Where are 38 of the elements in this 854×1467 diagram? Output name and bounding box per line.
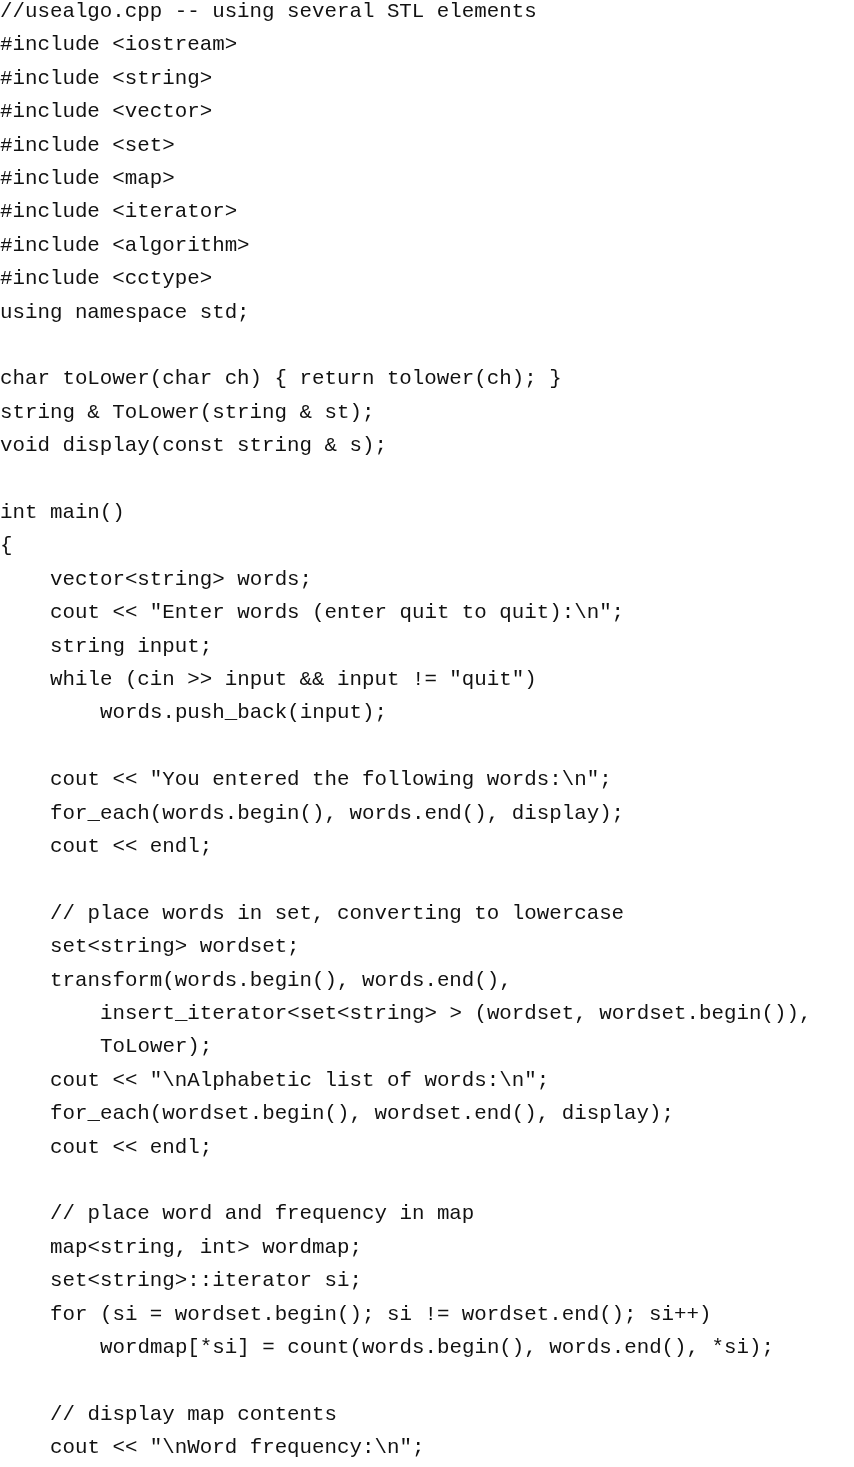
code-line: cout << endl; [50, 1134, 213, 1161]
code-line: set<string> wordset; [50, 934, 300, 961]
code-line: for (si = wordset.begin(); si != wordset.end(); si++) [50, 1301, 712, 1328]
code-line: { [0, 533, 13, 560]
code-line: #include <set> [0, 132, 175, 159]
code-line: #include <iostream> [0, 32, 238, 59]
code-line: #include <algorithm> [0, 232, 250, 259]
code-line: ToLower); [100, 1034, 213, 1061]
code-line: words.push_back(input); [100, 700, 388, 727]
code-line: char toLower(char ch) { return tolower(ch); } [0, 366, 562, 393]
code-line: cout << "\nAlphabetic list of words:\n"; [50, 1067, 550, 1094]
code-comment: //usealgo.cpp -- using several STL elements [0, 0, 537, 25]
code-line: for_each(words.begin(), words.end(), display); [50, 800, 625, 827]
code-line: cout << "Enter words (enter quit to quit):\n"; [50, 600, 625, 627]
code-line: int main() [0, 500, 125, 526]
code-line: cout << endl; [50, 834, 213, 860]
code-line: string input; [50, 633, 213, 660]
code-comment: // place words in set, converting to lowercase [50, 900, 625, 927]
code-line: cout << "You entered the following words:\n"; [50, 767, 612, 794]
code-line: #include <vector> [0, 99, 213, 126]
code-line: cout << "\nWord frequency:\n"; [50, 1435, 425, 1462]
code-line: for_each(wordset.begin(), wordset.end(), display); [50, 1101, 674, 1128]
code-line: #include <map> [0, 166, 175, 192]
code-line: transform(words.begin(), words.end(), [50, 967, 512, 994]
code-line: vector<string> words; [50, 566, 313, 593]
code-comment: // display map contents [50, 1401, 338, 1428]
code-line: insert_iterator<set<string> > (wordset, wordset.begin()), [100, 1001, 812, 1027]
code-line: #include <iterator> [0, 199, 238, 226]
code-comment: // place word and frequency in map [50, 1201, 475, 1228]
code-line: #include <cctype> [0, 266, 213, 293]
code-line: set<string>::iterator si; [50, 1268, 362, 1295]
code-line: #include <string> [0, 65, 213, 92]
code-line: string & ToLower(string & st); [0, 399, 375, 426]
code-line: map<string, int> wordmap; [50, 1234, 362, 1261]
code-line: void display(const string & s); [0, 433, 387, 460]
code-line: while (cin >> input && input != "quit") [50, 667, 537, 693]
code-line: wordmap[*si] = count(words.begin(), words.end(), *si); [100, 1335, 774, 1361]
code-line: using namespace std; [0, 299, 250, 326]
